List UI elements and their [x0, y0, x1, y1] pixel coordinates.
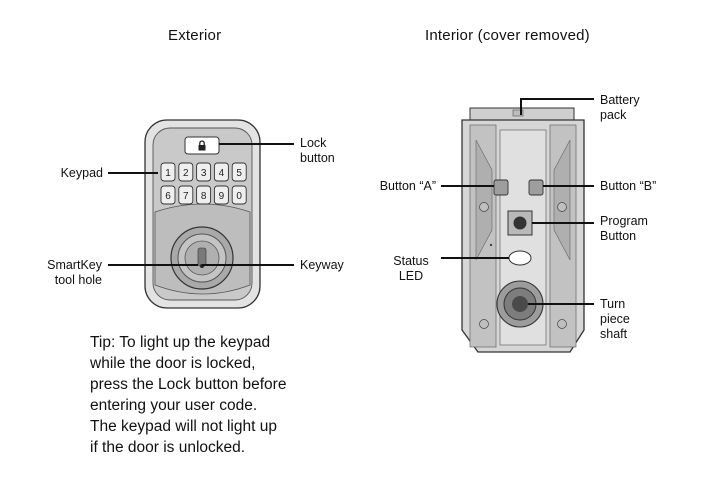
keypad-key-label: 3: [201, 168, 207, 179]
keypad-key: 9: [213, 185, 229, 205]
keypad-key-label: 4: [219, 168, 225, 179]
keypad-key: 4: [213, 162, 229, 182]
keypad-key: 8: [196, 185, 212, 205]
status-led: [508, 250, 532, 266]
interior-heading: Interior (cover removed): [425, 27, 590, 44]
keyway-slot: [197, 247, 207, 267]
keypad-key: 1: [160, 162, 176, 182]
screws: [479, 202, 567, 329]
interior-leaders: [441, 98, 594, 305]
keypad-key: 3: [196, 162, 212, 182]
keypad-key: 2: [178, 162, 194, 182]
turn-piece-shaft: [512, 296, 528, 312]
keypad-key-label: 6: [165, 191, 171, 202]
keypad-key-label: 1: [165, 168, 171, 179]
label-keypad: Keypad: [60, 166, 103, 180]
label-button-a: Button “A”: [379, 179, 436, 193]
keypad-key: 5: [231, 162, 247, 182]
label-status-led: Status LED: [393, 254, 429, 283]
padlock-icon: [198, 140, 206, 151]
label-lock-button: Lock button: [300, 136, 335, 165]
interior-lock: [461, 107, 585, 353]
label-battery-pack: Battery pack: [600, 93, 640, 122]
button-b: [528, 179, 544, 196]
keypad-key: 7: [178, 185, 194, 205]
keypad-key-label: 5: [236, 168, 242, 179]
keypad-key-label: 0: [236, 191, 242, 202]
keypad-key: 6: [160, 185, 176, 205]
exterior-heading: Exterior: [168, 27, 222, 44]
keypad-key-label: 9: [219, 191, 225, 202]
label-turn-piece-shaft: Turn piece shaft: [600, 297, 630, 341]
exterior-leaders: [108, 143, 294, 266]
label-smartkey-tool-hole: SmartKey tool hole: [47, 258, 102, 287]
keypad-key-label: 8: [201, 191, 207, 202]
label-program-button: Program Button: [600, 214, 648, 243]
label-button-b: Button “B”: [600, 179, 657, 193]
keypad-key-label: 2: [183, 168, 189, 179]
label-keyway: Keyway: [300, 258, 344, 272]
button-a: [493, 179, 509, 196]
tip-text: Tip: To light up the keypad while the do…: [90, 334, 287, 456]
keypad-key: 0: [231, 185, 247, 205]
keypad-key-label: 7: [183, 191, 189, 202]
